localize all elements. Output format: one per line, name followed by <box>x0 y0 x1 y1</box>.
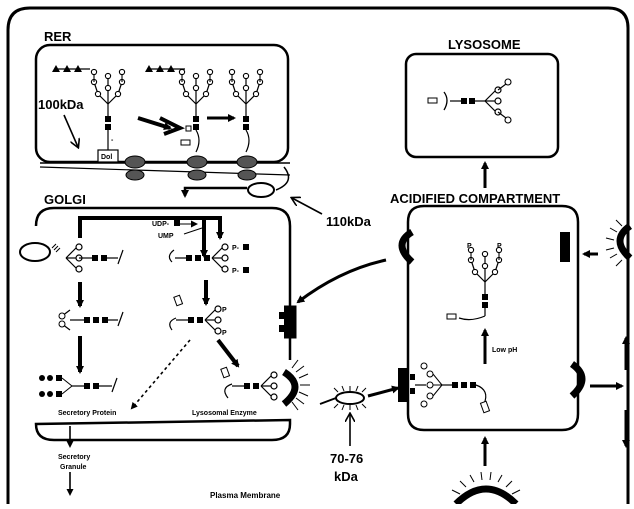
lysosome-title: LYSOSOME <box>448 37 521 52</box>
glucose-triangles-2 <box>145 65 185 72</box>
mw-110kda-label: 110kDa <box>326 214 372 229</box>
lysosome-compartment: LYSOSOME <box>404 37 560 159</box>
rer-transfer-arrow-1 <box>137 116 172 131</box>
rer-compartment: RER - <box>34 29 291 198</box>
acidified-receptor-left-bottom <box>398 368 408 402</box>
golgi-coated-pit-receptor <box>281 369 299 407</box>
ribosome-2 <box>186 155 208 181</box>
lysosomal-enzyme-glycan-3 <box>220 366 278 401</box>
vesicle-to-acidified-arrow <box>367 385 400 398</box>
glucosidase-tag <box>180 139 191 146</box>
acidified-receptor-left-top <box>398 228 415 265</box>
acidified-released-glycan: P P <box>446 243 503 321</box>
svg-text:P: P <box>467 243 472 250</box>
ump-release-line <box>183 227 203 235</box>
glucose-triangles-1 <box>52 65 90 72</box>
svg-text:P-: P- <box>232 268 240 275</box>
svg-text:P: P <box>222 330 227 337</box>
mw-110kda-arrow <box>292 198 323 215</box>
secretory-granule-label-2: Granule <box>60 464 87 471</box>
acidified-receptor-right-top <box>560 232 570 262</box>
svg-text:P-: P- <box>232 245 240 252</box>
clathrin-coat-bristles-golgi <box>291 359 310 411</box>
missorting-dashed-arrow <box>130 339 191 410</box>
golgi-sorting-arrow <box>78 216 224 240</box>
acidified-compartment: ACIDIFIED COMPARTMENT P P Low pH <box>390 191 586 432</box>
cell-boundary <box>6 6 630 504</box>
acidified-receptor-bound-glycan <box>415 362 491 414</box>
svg-text:P: P <box>222 307 227 314</box>
mw-100kda-arrow <box>63 114 78 147</box>
svg-text:P: P <box>497 243 502 250</box>
golgi-entry-vesicle <box>19 242 51 262</box>
clathrin-coat-bristles-bottom <box>451 471 521 495</box>
receptor-recycling-arrow <box>296 258 387 304</box>
rer-oligosaccharide-2 <box>178 68 214 153</box>
ump-label: UMP <box>158 233 174 240</box>
ribosome-3 <box>236 155 258 181</box>
rer-monomer-tag <box>185 125 192 132</box>
rer-oligosaccharide-3 <box>228 68 264 153</box>
mw-70kda-label: 70-76 <box>330 451 363 466</box>
secretory-granule-label-1: Secretory <box>58 454 90 461</box>
plasma-membrane-label: Plasma Membrane <box>210 491 281 500</box>
vesicle-travel-line <box>319 397 337 405</box>
clathrin-coat-bristles-right-top <box>605 219 623 267</box>
rer-oligosaccharide-1: - <box>90 68 126 152</box>
lysosomal-enzyme-glycan-2: P P <box>169 294 227 337</box>
acidified-title: ACIDIFIED COMPARTMENT <box>390 191 560 206</box>
plasma-membrane-pit-bottom <box>453 485 519 507</box>
golgi-arrow-4 <box>216 338 240 368</box>
svg-text:-: - <box>111 137 114 144</box>
coated-transport-vesicle <box>333 385 367 411</box>
secretory-protein-glycan-2 <box>58 309 124 331</box>
plasma-membrane-pit-right-top <box>616 223 633 261</box>
rer-title: RER <box>44 29 72 44</box>
lysosomal-enzyme-glycan-1: P- P- <box>168 243 249 275</box>
secretory-protein-glycan-1 <box>51 243 124 273</box>
secretory-protein-glycan-3 <box>39 375 118 397</box>
golgi-compartment: GOLGI <box>19 192 310 442</box>
secretory-protein-label: Secretory Protein <box>58 410 116 417</box>
rer-kink-arrow <box>159 116 185 136</box>
golgi-title: GOLGI <box>44 192 86 207</box>
rer-to-golgi-arrow <box>181 186 247 198</box>
udp-glcnac-square <box>174 220 180 226</box>
golgi-receptor-block <box>284 305 297 339</box>
mw-100kda-label: 100kDa <box>38 97 84 112</box>
rer-transport-vesicle <box>247 182 275 198</box>
lysosomal-enzyme-label: Lysosomal Enzyme <box>192 410 257 417</box>
mw-kda-label: kDa <box>334 469 359 484</box>
ribosome-1 <box>124 155 146 181</box>
acidified-receptor-right-bottom <box>569 361 586 399</box>
vesicle-budding-line <box>275 166 290 191</box>
low-ph-label: Low pH <box>492 347 517 354</box>
dolichol-label: Dol <box>101 154 112 161</box>
udp-label: UDP- <box>152 221 170 228</box>
